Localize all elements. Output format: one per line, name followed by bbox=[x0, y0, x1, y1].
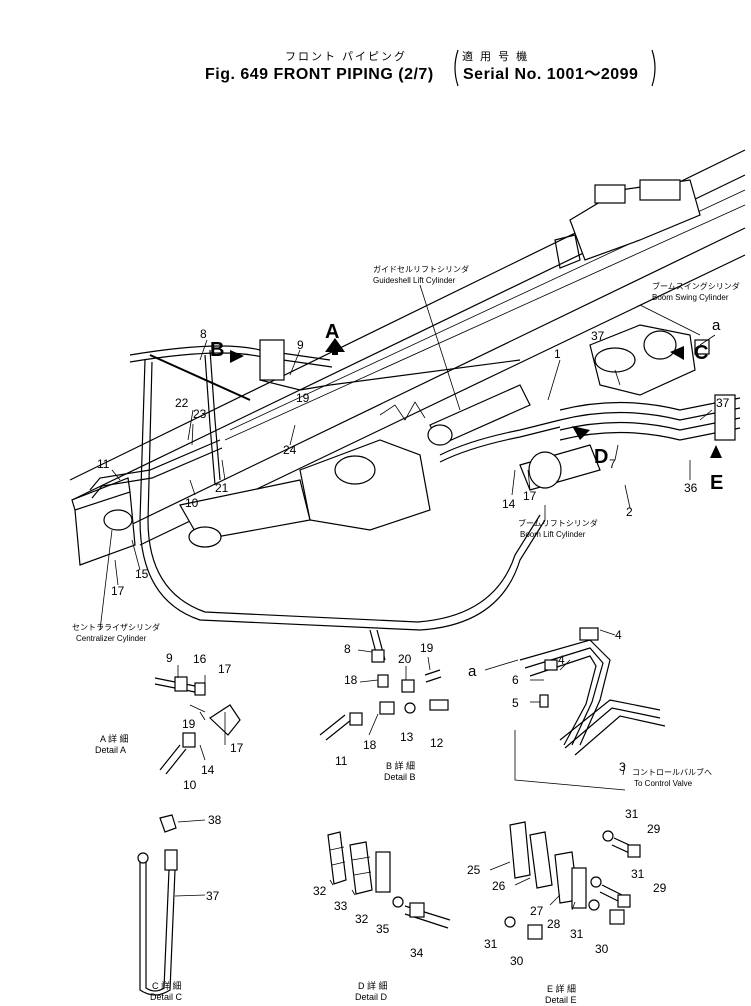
control-valve-label: To Control Valve bbox=[634, 779, 693, 788]
callout-detail-b: 8 bbox=[344, 642, 351, 656]
pipe-end-a-detail: a bbox=[468, 663, 477, 680]
callout-detail-b: 19 bbox=[420, 641, 434, 655]
callout-detail-right: 6 bbox=[512, 673, 519, 687]
callout-detail-e: 25 bbox=[467, 863, 481, 877]
serial-range: Serial No. 1001～2099 bbox=[463, 66, 639, 83]
callout-main: 7 bbox=[609, 457, 616, 471]
callout-detail-right: 4 bbox=[615, 628, 622, 642]
callout-detail-e: 29 bbox=[653, 881, 667, 895]
callout-detail-e: 31 bbox=[625, 807, 639, 821]
callout-detail-e: 27 bbox=[530, 904, 544, 918]
callout-detail-b: 18 bbox=[363, 738, 377, 752]
callout-detail-d: 34 bbox=[410, 946, 424, 960]
callout-detail-b: 13 bbox=[400, 730, 414, 744]
callout-main: 10 bbox=[185, 496, 199, 510]
detail-b-caption-jp: B 詳 細 bbox=[386, 761, 416, 771]
callout-detail-d: 32 bbox=[355, 912, 369, 926]
callout-main: 23 bbox=[193, 407, 207, 421]
callout-detail-e: 26 bbox=[492, 879, 506, 893]
detail-c-caption: Detail C bbox=[150, 992, 183, 1002]
detail-c-caption-jp: C 詳 細 bbox=[152, 981, 182, 991]
callout-detail-e: 31 bbox=[570, 927, 584, 941]
callout-detail-a: 16 bbox=[193, 652, 207, 666]
detail-d-caption: Detail D bbox=[355, 992, 388, 1002]
detail-a-caption: Detail A bbox=[95, 745, 127, 755]
figure-title: Fig. 649 FRONT PIPING (2/7) bbox=[205, 66, 434, 83]
boom-lift-label: Boom Lift Cylinder bbox=[520, 530, 586, 539]
callout-detail-right: 5 bbox=[512, 696, 519, 710]
callout-detail-right: 4 bbox=[558, 653, 565, 667]
callout-detail-a: 9 bbox=[166, 651, 173, 665]
detail-e-caption: Detail E bbox=[545, 995, 577, 1005]
boom-swing-label: Boom Swing Cylinder bbox=[652, 293, 729, 302]
callout-main: 1 bbox=[554, 347, 561, 361]
callout-detail-e: 30 bbox=[595, 942, 609, 956]
guideshell-label-jp: ガイドセルリフトシリンダ bbox=[373, 265, 469, 274]
callout-detail-b: 11 bbox=[335, 754, 348, 768]
callout-main: 14 bbox=[502, 497, 516, 511]
callout-detail-b: 18 bbox=[344, 673, 358, 687]
callout-detail-a: 17 bbox=[230, 741, 244, 755]
callout-detail-d: 33 bbox=[334, 899, 348, 913]
callout-main: 37 bbox=[591, 329, 605, 343]
callout-detail-d: 35 bbox=[376, 922, 390, 936]
callout-main: 37 bbox=[716, 396, 730, 410]
callout-detail-c: 38 bbox=[208, 813, 222, 827]
callout-main: 22 bbox=[175, 396, 189, 410]
detail-a-caption-jp: A 詳 細 bbox=[100, 734, 129, 744]
callout-main: 17 bbox=[111, 584, 125, 598]
callout-detail-e: 31 bbox=[631, 867, 645, 881]
callout-main: 15 bbox=[135, 567, 149, 581]
callout-detail-e: 31 bbox=[484, 937, 498, 951]
view-c-marker: C bbox=[694, 342, 709, 364]
callout-detail-right: 3 bbox=[619, 760, 626, 774]
view-b-marker: B bbox=[210, 339, 225, 361]
view-a-marker: A bbox=[325, 321, 340, 343]
callout-detail-e: 30 bbox=[510, 954, 524, 968]
callout-main: 2 bbox=[626, 505, 633, 519]
detail-e-caption-jp: E 詳 細 bbox=[547, 984, 577, 994]
centralizer-label: Centralizer Cylinder bbox=[76, 634, 147, 643]
view-d-marker: D bbox=[594, 446, 609, 468]
centralizer-label-jp: セントラライザシリンダ bbox=[72, 623, 160, 632]
boom-swing-label-jp: ブームスイングシリンダ bbox=[652, 282, 740, 291]
serial-jp: 適 用 号 機 bbox=[462, 51, 530, 63]
detail-b-caption: Detail B bbox=[384, 772, 416, 782]
detail-d-caption-jp: D 詳 細 bbox=[358, 981, 388, 991]
callout-detail-a: 19 bbox=[182, 717, 196, 731]
callout-main: 8 bbox=[200, 327, 207, 341]
callout-main: 21 bbox=[215, 481, 229, 495]
callout-detail-e: 29 bbox=[647, 822, 661, 836]
callout-main: 9 bbox=[297, 338, 304, 352]
callout-main: 17 bbox=[523, 489, 537, 503]
callout-detail-b: 12 bbox=[430, 736, 444, 750]
callout-detail-a: 10 bbox=[183, 778, 197, 792]
boom-lift-label-jp: ブームリフトシリンダ bbox=[518, 519, 598, 528]
callout-detail-c: 37 bbox=[206, 889, 220, 903]
pipe-end-a-main: a bbox=[712, 317, 721, 334]
callout-main: 36 bbox=[684, 481, 698, 495]
callout-main: 11 bbox=[97, 457, 110, 471]
callout-detail-e: 28 bbox=[547, 917, 561, 931]
view-e-marker: E bbox=[710, 472, 724, 494]
callout-main: 19 bbox=[296, 391, 310, 405]
guideshell-label: Guideshell Lift Cylinder bbox=[373, 276, 456, 285]
control-valve-label-jp: コントロールバルブへ bbox=[632, 768, 712, 777]
callout-detail-d: 32 bbox=[313, 884, 327, 898]
callout-detail-a: 17 bbox=[218, 662, 232, 676]
callout-main: 24 bbox=[283, 443, 297, 457]
callout-detail-a: 14 bbox=[201, 763, 215, 777]
title-jp: フロント パイピング bbox=[285, 51, 408, 63]
callout-detail-b: 20 bbox=[398, 652, 412, 666]
